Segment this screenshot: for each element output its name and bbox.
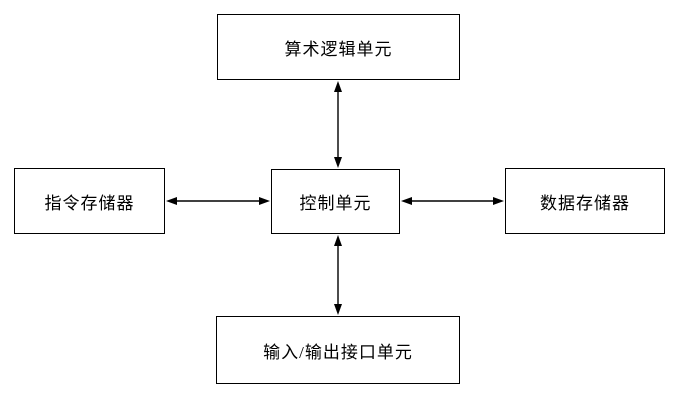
arrow-control-data — [401, 197, 504, 205]
arrow-alu-control — [334, 81, 342, 168]
arrow-control-io — [334, 235, 342, 315]
node-instruction-memory: 指令存储器 — [14, 168, 165, 234]
node-control-unit: 控制单元 — [271, 169, 400, 234]
arrow-instr-control — [166, 197, 270, 205]
node-alu: 算术逻辑单元 — [217, 14, 460, 80]
node-data-memory: 数据存储器 — [505, 168, 665, 234]
node-io-interface: 输入/输出接口单元 — [216, 316, 460, 384]
